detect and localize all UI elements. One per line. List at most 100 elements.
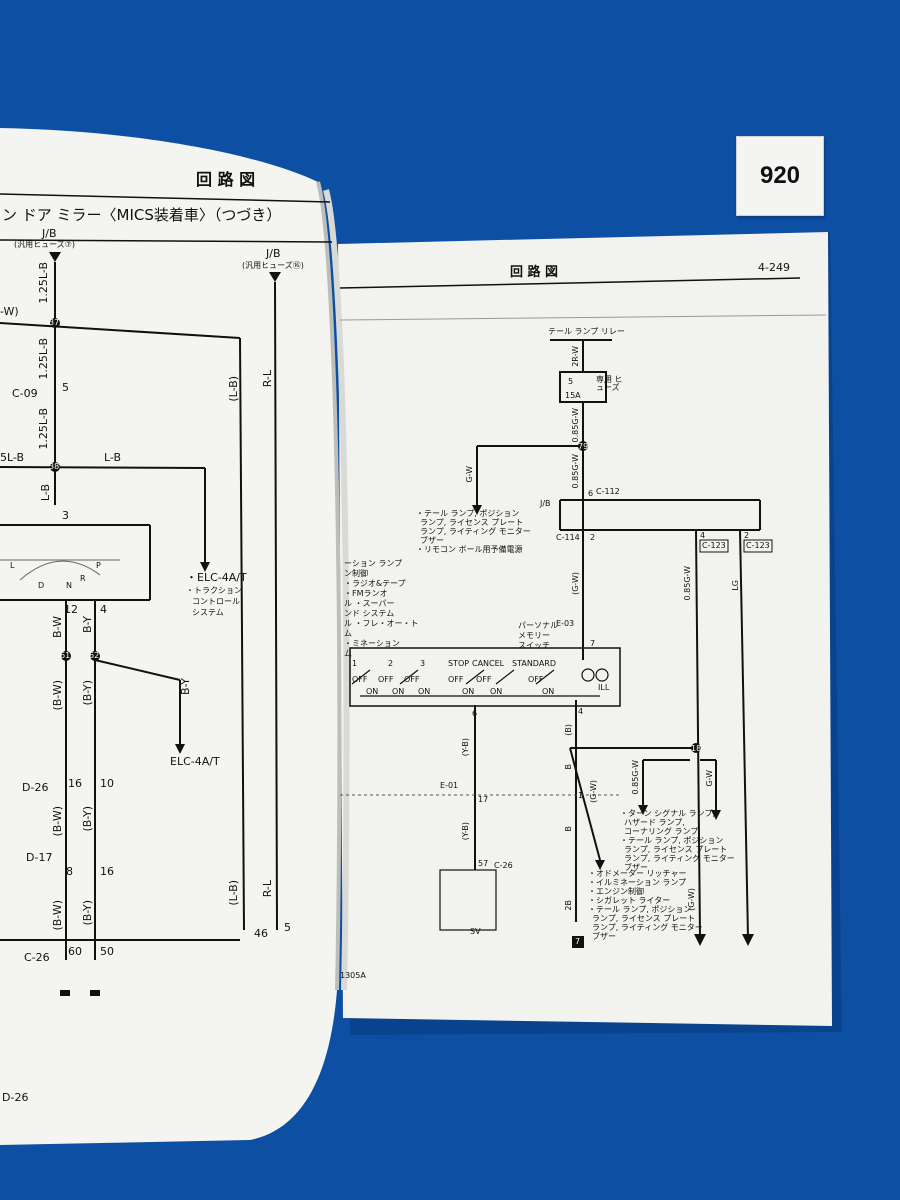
sv-label: SV (470, 927, 481, 936)
switch-title-line: メモリー (518, 631, 550, 640)
left-page (0, 128, 340, 1145)
switch-state: OFF (378, 675, 394, 684)
right-wire-label: LG (731, 580, 740, 591)
note-line: ブザー (624, 863, 648, 872)
left-pin: 5 (284, 921, 291, 934)
right-connector: E-01 (440, 781, 459, 790)
left-pin: 4 (100, 603, 107, 616)
note-line: ・シガレット ライター (588, 896, 671, 905)
item-number: 920 (759, 162, 801, 189)
left-pin: 50 (100, 945, 114, 958)
switch-title-line: スイッチ (518, 641, 550, 650)
switch-position: 3 (420, 659, 426, 668)
left-pin: 60 (68, 945, 82, 958)
elc-note-line: コントロール (192, 597, 240, 606)
switch-position: CANCEL (472, 659, 505, 668)
switch-state: ON (490, 687, 503, 696)
left-page-subtitle: ン ドア ミラー〈MICS装着車〉（つづき） (2, 206, 282, 224)
right-pin: 2 (744, 531, 750, 540)
right-connector: C-123 (746, 541, 770, 550)
switch-state: ON (392, 687, 405, 696)
left-page-header: 回 路 図 (196, 170, 256, 189)
switch-state: ON (366, 687, 379, 696)
switch-pin: N (66, 581, 72, 590)
note-line: ブザー (420, 536, 444, 545)
margin-note: ーション ランプ (344, 559, 403, 568)
left-connector: D-26 (2, 1091, 29, 1104)
note-line: ランプ, ライティング モニター (420, 527, 531, 536)
switch-state: OFF (528, 675, 544, 684)
right-wire-label: 2R-W (571, 346, 580, 367)
right-connector: E-03 (556, 619, 575, 628)
switch-state: OFF (448, 675, 464, 684)
note-line: ・テール ランプ, ポジション (620, 836, 724, 845)
right-pin: 4 (578, 707, 584, 716)
switch-state: OFF (404, 675, 420, 684)
right-pin: 6 (472, 709, 478, 718)
right-pin: 6 (588, 489, 594, 498)
note-line: ランプ, ライティング モニター (624, 854, 735, 863)
right-wire-label: (G-W) (571, 572, 580, 595)
left-jb-label-1: J/B (42, 227, 57, 240)
switch-position: 1 (352, 659, 358, 668)
right-wire-label: (G-W) (589, 780, 598, 803)
right-wire-label: (Y-B) (461, 822, 470, 841)
switch-pin: L (10, 561, 15, 570)
note-line: ランプ, ライセンス プレート (420, 518, 524, 527)
right-node: 18 (691, 744, 702, 753)
note-line: ランプ, ライセンス プレート (624, 845, 728, 854)
right-jb-label: J/B (540, 499, 551, 508)
elc-note-line: ・ELC-4A/T (186, 571, 247, 584)
right-wire-label: (Y-B) (461, 738, 470, 757)
fuse-label: 専用 ヒューズ (596, 375, 623, 392)
switch-state: OFF (476, 675, 492, 684)
right-page (338, 232, 832, 1026)
left-pin: 5 (62, 381, 69, 394)
right-pin: 2 (590, 533, 596, 542)
note-line: ・エンジン制御 (588, 887, 644, 896)
left-wire-label: (B-W) (51, 680, 64, 711)
left-pin: 12 (64, 603, 78, 616)
fuse-rating: 15A (565, 391, 581, 400)
note-line: ランプ, ライティング モニター (592, 923, 703, 932)
right-connector: C-112 (596, 487, 620, 496)
left-pin: 46 (254, 927, 268, 940)
left-node: 38 (49, 462, 60, 471)
ill-label: ILL (598, 683, 610, 692)
note-line: ブザー (592, 932, 616, 941)
left-connector: D-26 (22, 781, 49, 794)
left-fuse-label-1: (汎用ヒューズ⑦) (14, 240, 76, 249)
left-node: 61 (60, 651, 71, 660)
left-pin: 16 (100, 865, 114, 878)
note-line: ランプ, ライセンス プレート (592, 914, 696, 923)
note-line: コーナリング ランプ (624, 827, 699, 836)
left-wire-label: (L-B) (227, 376, 240, 402)
left-wire-label: (B-Y) (81, 680, 94, 706)
fuse-number: 5 (568, 377, 574, 386)
left-jb-label-2: J/B (266, 247, 281, 260)
right-connector: C-114 (556, 533, 580, 542)
right-wire-label: 0.85G-W (631, 760, 640, 795)
left-connector: C-26 (24, 951, 50, 964)
right-wire-label: B (564, 764, 573, 770)
switch-state: ON (462, 687, 475, 696)
right-connector: C-26 (494, 861, 513, 870)
margin-note: ・FMランオ (344, 589, 388, 598)
switch-pin: P (96, 561, 101, 570)
left-wire-label: 1.25L-B (37, 408, 50, 450)
left-pin: 8 (66, 865, 73, 878)
right-wire-label: 0.85G-W (571, 454, 580, 489)
switch-title-line: パーソナル (518, 621, 558, 630)
right-wire-label: (B) (564, 724, 573, 736)
elc-note-line: システム (192, 608, 224, 617)
right-page-header: 回 路 図 (510, 265, 559, 280)
switch-state: ON (542, 687, 555, 696)
switch-pin: R (80, 574, 86, 583)
right-node: 79 (578, 442, 589, 451)
switch-position: STANDARD (512, 659, 557, 668)
right-connector: C-123 (702, 541, 726, 550)
right-wire-label: B (564, 826, 573, 832)
relay-label: テール ランプ リレー (548, 327, 625, 336)
ground-mark: 7 (575, 937, 581, 946)
